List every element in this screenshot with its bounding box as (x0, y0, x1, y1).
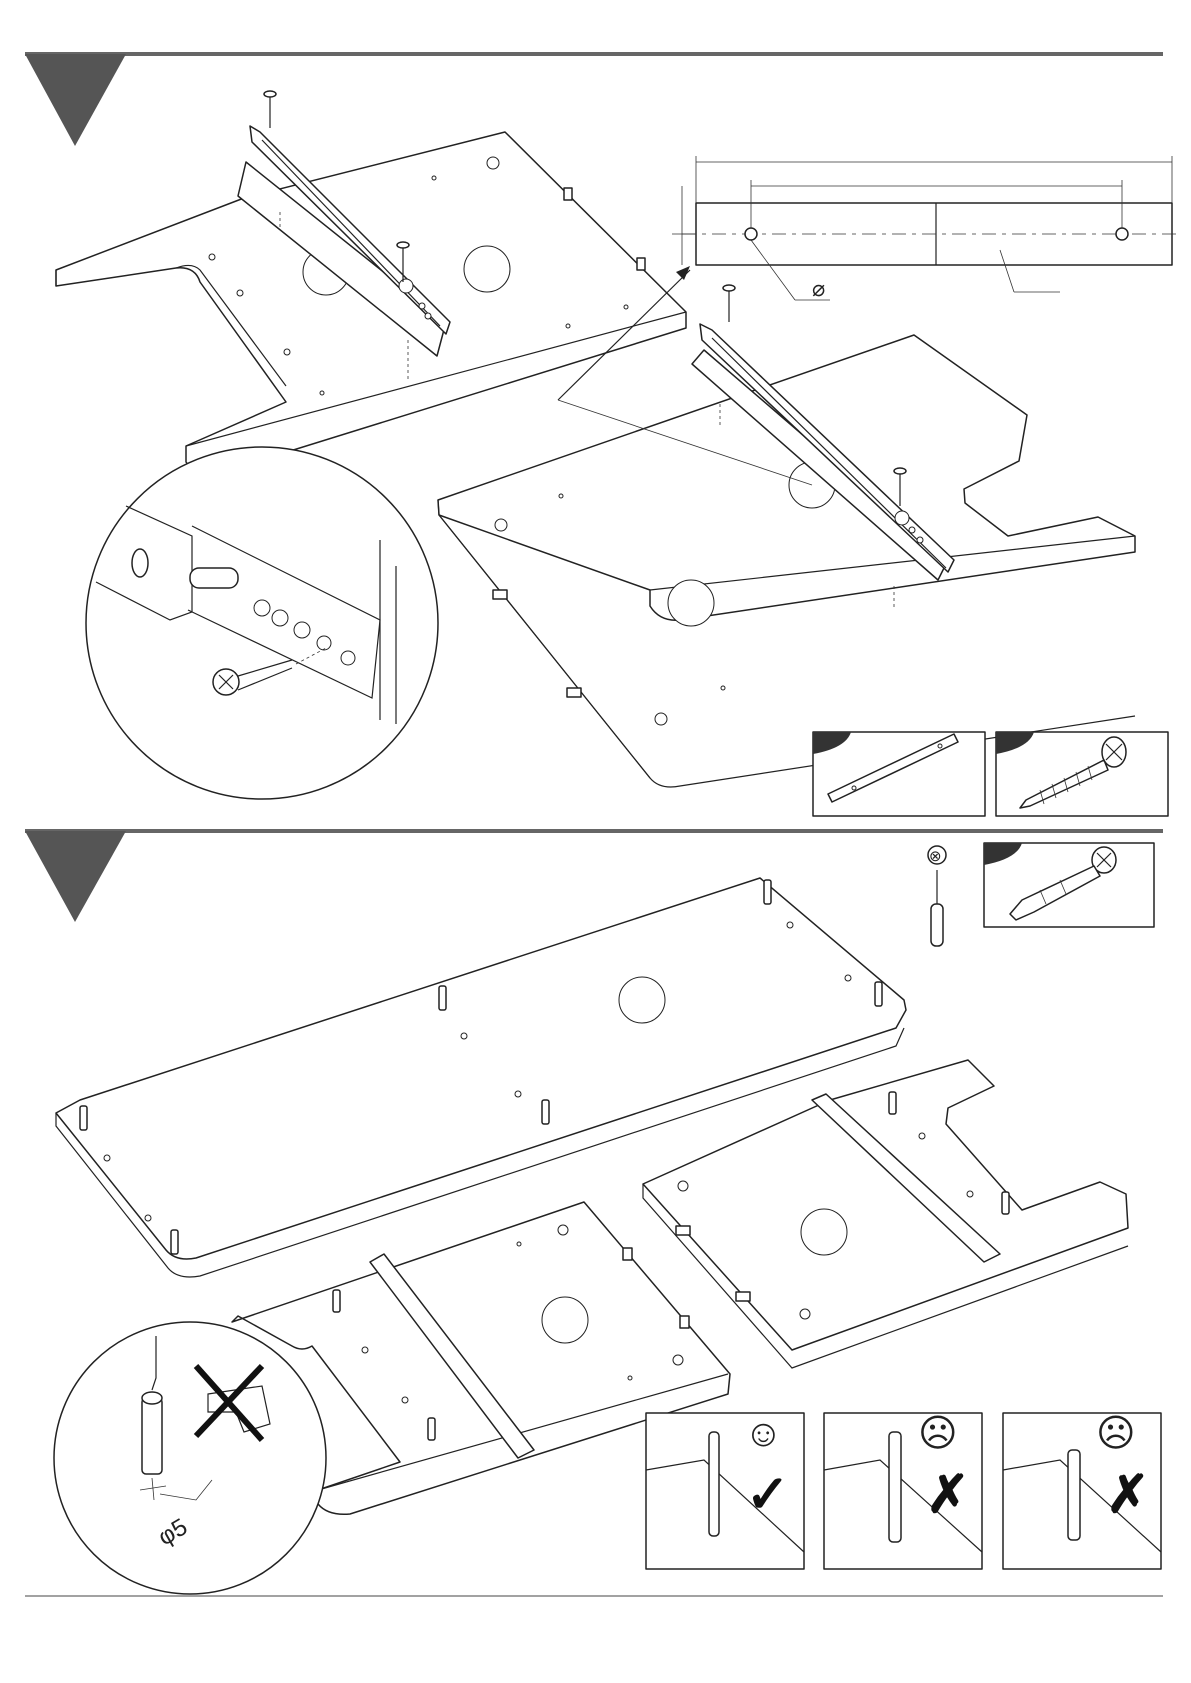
step-1-triangle (25, 54, 126, 146)
check-box-correct: ☺ ✓ (646, 1413, 804, 1569)
part-label-circle (542, 1297, 588, 1343)
smiley-face-icon: ☺ (744, 1413, 783, 1455)
side-panel-right-step2 (643, 1060, 1128, 1368)
part-label-circle (619, 977, 665, 1023)
cross-mark-icon: ✗ (926, 1466, 970, 1524)
part-box-cam-dowel (984, 843, 1154, 927)
step-2: ⊗ (25, 831, 1163, 1594)
check-box-incorrect-2: ☹ ✗ (1003, 1413, 1161, 1569)
screwdriver-icon: ⊗ (928, 846, 946, 946)
step-1: ⌀ (25, 54, 1182, 816)
step-2-triangle (25, 831, 126, 922)
part-box-rail (813, 732, 985, 816)
part-label-circle (464, 246, 510, 292)
part-box-screw (996, 732, 1168, 816)
cross-mark-icon: ✗ (1106, 1466, 1150, 1524)
check-box-incorrect-1: ☹ ✗ (824, 1413, 982, 1569)
rail-screw-detail-circle (86, 447, 438, 799)
diameter-label: ⌀ (812, 276, 825, 301)
part-label-circle (668, 580, 714, 626)
tool-symbol: ⊗ (929, 848, 942, 865)
sad-face-icon: ☹ (918, 1413, 958, 1455)
check-mark-icon: ✓ (746, 1466, 790, 1524)
dowel-insertion-detail-circle: φ5 (54, 1322, 326, 1594)
sad-face-icon: ☹ (1096, 1413, 1136, 1455)
part-label-circle (801, 1209, 847, 1255)
